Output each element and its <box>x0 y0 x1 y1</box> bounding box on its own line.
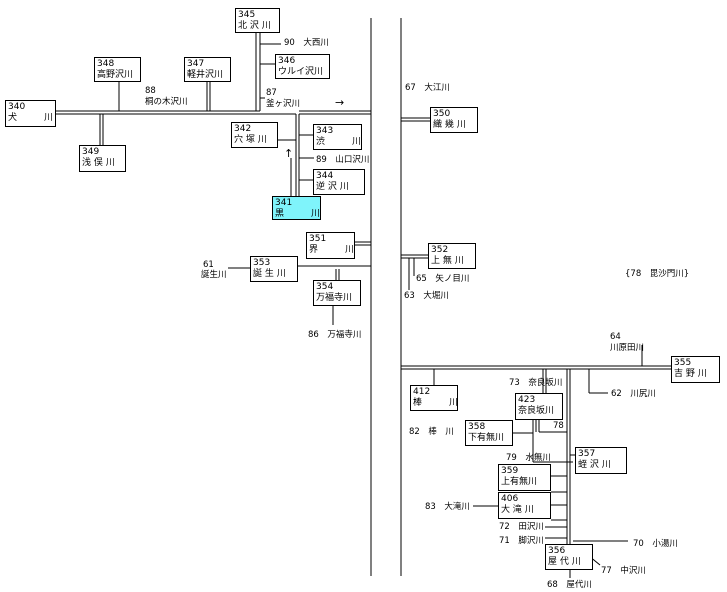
station-343-box[interactable]: 343 渋 川 <box>313 124 362 150</box>
label-90: 90 大西川 <box>284 38 329 48</box>
station-358-number: 358 <box>468 422 486 432</box>
label-78-bishamon: {78 毘沙門川} <box>625 269 690 279</box>
station-353-box[interactable]: 353 誕 生 川 <box>250 256 298 282</box>
station-348-box[interactable]: 348 高野沢川 <box>94 57 141 82</box>
station-351-name: 界 川 <box>309 245 358 255</box>
station-340-number: 340 <box>8 102 26 112</box>
label-83: 83 大滝川 <box>425 502 470 512</box>
station-358-box[interactable]: 358 下有無川 <box>465 420 513 446</box>
station-357-name: 蛭 沢 川 <box>578 460 611 470</box>
station-351-box[interactable]: 351 界 川 <box>306 232 355 259</box>
label-65: 65 矢ノ目川 <box>416 274 470 284</box>
station-348-name: 高野沢川 <box>97 70 134 80</box>
station-357-number: 357 <box>578 449 596 459</box>
station-342-number: 342 <box>234 124 252 134</box>
label-87: 87 <box>266 88 277 98</box>
station-359-number: 359 <box>501 466 519 476</box>
station-359-name: 上有無川 <box>501 477 538 487</box>
label-70: 70 小湯川 <box>633 539 678 549</box>
label-77: 77 中沢川 <box>601 566 646 576</box>
label-72: 72 田沢川 <box>499 522 544 532</box>
station-412-name: 棒 川 <box>413 398 462 408</box>
label-89: 89 山口沢川 <box>316 155 370 165</box>
station-344-box[interactable]: 344 逆 沢 川 <box>313 169 365 195</box>
label-78-small: 78 <box>553 421 564 431</box>
station-352-name: 上 無 川 <box>431 256 464 266</box>
station-352-box[interactable]: 352 上 無 川 <box>428 243 476 269</box>
label-61: 61 <box>203 260 214 270</box>
station-355-number: 355 <box>674 358 692 368</box>
label-61-name: 誕生川 <box>201 270 227 280</box>
label-86: 86 万福寺川 <box>308 330 362 340</box>
station-346-box[interactable]: 346 ウルイ沢川 <box>275 54 330 79</box>
station-350-name: 織 幾 川 <box>433 120 466 130</box>
label-88-name: 桐の木沢川 <box>145 97 188 107</box>
station-423-number: 423 <box>518 395 536 405</box>
station-359-box[interactable]: 359 上有無川 <box>498 464 551 491</box>
label-82: 82 棒 川 <box>409 427 454 437</box>
station-349-box[interactable]: 349 浅 俣 川 <box>79 145 126 172</box>
station-423-name: 奈良坂川 <box>518 406 555 416</box>
station-340-box[interactable]: 340 犬 川 <box>5 100 56 127</box>
station-344-number: 344 <box>316 171 334 181</box>
station-342-box[interactable]: 342 穴 塚 川 <box>231 122 278 148</box>
station-345-name: 北 沢 川 <box>238 21 271 31</box>
label-63: 63 大堀川 <box>404 291 449 301</box>
station-341-box[interactable]: 341 黒 川 <box>272 196 321 220</box>
station-406-name: 大 滝 川 <box>501 505 534 515</box>
station-346-name: ウルイ沢川 <box>278 67 324 77</box>
station-342-name: 穴 塚 川 <box>234 135 267 145</box>
station-345-box[interactable]: 345 北 沢 川 <box>235 8 280 33</box>
station-358-name: 下有無川 <box>468 433 505 443</box>
station-412-box[interactable]: 412 棒 川 <box>410 385 458 411</box>
station-406-number: 406 <box>501 494 519 504</box>
label-79: 79 水無川 <box>506 453 551 463</box>
station-355-name: 吉 野 川 <box>674 369 707 379</box>
label-62: 62 川尻川 <box>611 389 656 399</box>
station-343-name: 渋 川 <box>316 137 365 147</box>
station-341-number: 341 <box>275 198 293 208</box>
station-345-number: 345 <box>238 10 256 20</box>
station-347-box[interactable]: 347 軽井沢川 <box>184 57 231 82</box>
label-64-name: 川原田川 <box>610 343 645 353</box>
label-88: 88 <box>145 86 156 96</box>
station-348-number: 348 <box>97 59 115 69</box>
station-352-number: 352 <box>431 245 449 255</box>
station-406-box[interactable]: 406 大 滝 川 <box>498 492 551 519</box>
station-412-number: 412 <box>413 387 431 397</box>
station-353-name: 誕 生 川 <box>253 269 286 279</box>
station-354-number: 354 <box>316 282 334 292</box>
station-346-number: 346 <box>278 56 296 66</box>
station-350-number: 350 <box>433 109 451 119</box>
station-356-name: 屋 代 川 <box>548 557 581 567</box>
station-356-box[interactable]: 356 屋 代 川 <box>545 544 593 570</box>
station-347-number: 347 <box>187 59 205 69</box>
station-354-box[interactable]: 354 万福寺川 <box>313 280 361 306</box>
station-353-number: 353 <box>253 258 271 268</box>
arrow-up-icon: ↑ <box>284 147 294 160</box>
label-73: 73 奈良坂川 <box>509 378 563 388</box>
station-349-number: 349 <box>82 147 100 157</box>
station-354-name: 万福寺川 <box>316 293 353 303</box>
station-350-box[interactable]: 350 織 幾 川 <box>430 107 478 133</box>
station-347-name: 軽井沢川 <box>187 70 224 80</box>
station-356-number: 356 <box>548 546 566 556</box>
label-67: 67 大江川 <box>405 83 450 93</box>
station-341-name: 黒 川 <box>275 209 324 219</box>
station-343-number: 343 <box>316 126 334 136</box>
station-344-name: 逆 沢 川 <box>316 182 349 192</box>
station-357-box[interactable]: 357 蛭 沢 川 <box>575 447 627 474</box>
label-68: 68 屋代川 <box>547 580 592 590</box>
station-423-box[interactable]: 423 奈良坂川 <box>515 393 563 420</box>
label-64: 64 <box>610 332 621 342</box>
station-340-name: 犬 川 <box>8 113 57 123</box>
station-355-box[interactable]: 355 吉 野 川 <box>671 356 720 383</box>
station-349-name: 浅 俣 川 <box>82 158 115 168</box>
label-87-name: 釜ヶ沢川 <box>266 99 301 109</box>
arrow-right-icon: → <box>335 96 345 109</box>
label-71: 71 脚沢川 <box>499 536 544 546</box>
station-351-number: 351 <box>309 234 327 244</box>
